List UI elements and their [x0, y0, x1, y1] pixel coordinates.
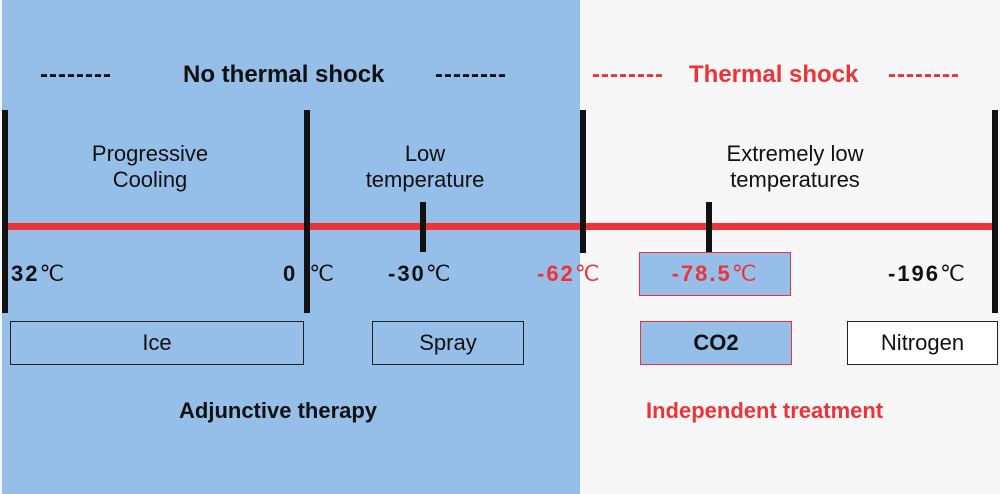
no-thermal-shock-label: No thermal shock	[183, 61, 385, 88]
celsius-unit: ℃	[731, 261, 759, 286]
celsius-unit: ℃	[425, 261, 453, 286]
celsius-unit: ℃	[574, 261, 602, 286]
zone-line1: Extremely low	[726, 141, 864, 166]
thermal-shock-label: Thermal shock	[689, 61, 859, 88]
zone-low-temperature: Low temperature	[320, 141, 530, 193]
method-nitrogen: Nitrogen	[847, 321, 998, 365]
method-label: Spray	[419, 330, 477, 355]
right-dashes-before: --------	[592, 61, 664, 88]
right-dashes-after: --------	[888, 61, 960, 88]
zone-progressive-cooling: Progressive Cooling	[20, 141, 280, 193]
temp-label-32: 32℃	[11, 260, 66, 288]
celsius-unit: ℃	[309, 261, 336, 286]
zone-line1: Low	[404, 141, 446, 166]
zone-line2: temperatures	[730, 167, 860, 192]
thermal-shock-panel	[580, 0, 1000, 494]
zone-line2: Cooling	[112, 167, 188, 192]
method-label: Nitrogen	[880, 330, 965, 355]
temp-box-minus-78-5: -78.5℃	[639, 252, 791, 296]
method-co2: CO2	[640, 321, 792, 365]
zone-line1: Progressive	[91, 141, 209, 166]
method-label: CO2	[693, 330, 739, 355]
temp-label-0: 0℃	[283, 260, 336, 288]
celsius-unit: ℃	[940, 261, 967, 286]
boundary-bar-minus-196	[992, 110, 998, 313]
temp-label-minus-62: -62℃	[537, 260, 602, 288]
no-thermal-shock-panel	[2, 0, 580, 494]
temp-value: -196	[888, 261, 941, 286]
independent-treatment-label: Independent treatment	[646, 398, 884, 423]
method-label: Ice	[142, 330, 172, 355]
temp-value: 0	[283, 261, 298, 286]
boundary-bar-minus-62	[580, 110, 586, 253]
method-ice: Ice	[10, 321, 304, 365]
temp-label-minus-30: -30℃	[388, 260, 453, 288]
tick-minus-30	[420, 202, 426, 252]
tick-minus-78-5	[706, 202, 712, 252]
zone-extremely-low: Extremely low temperatures	[660, 141, 930, 193]
temp-value: -78.5	[671, 261, 732, 286]
left-dashes-before: --------	[40, 61, 112, 88]
boundary-bar-32	[2, 110, 8, 313]
temp-value: 32	[11, 261, 40, 286]
temp-value: -30	[388, 261, 426, 286]
temp-label-minus-78-5: -78.5℃	[672, 261, 759, 287]
temperature-axis-line	[8, 223, 994, 230]
method-spray: Spray	[372, 321, 524, 365]
zone-line2: temperature	[365, 167, 485, 192]
celsius-unit: ℃	[39, 261, 67, 286]
left-dashes-after: --------	[435, 61, 507, 88]
temp-label-minus-196: -196℃	[888, 260, 967, 288]
boundary-bar-0	[304, 110, 310, 313]
adjunctive-therapy-label: Adjunctive therapy	[179, 398, 378, 423]
temp-value: -62	[537, 261, 575, 286]
